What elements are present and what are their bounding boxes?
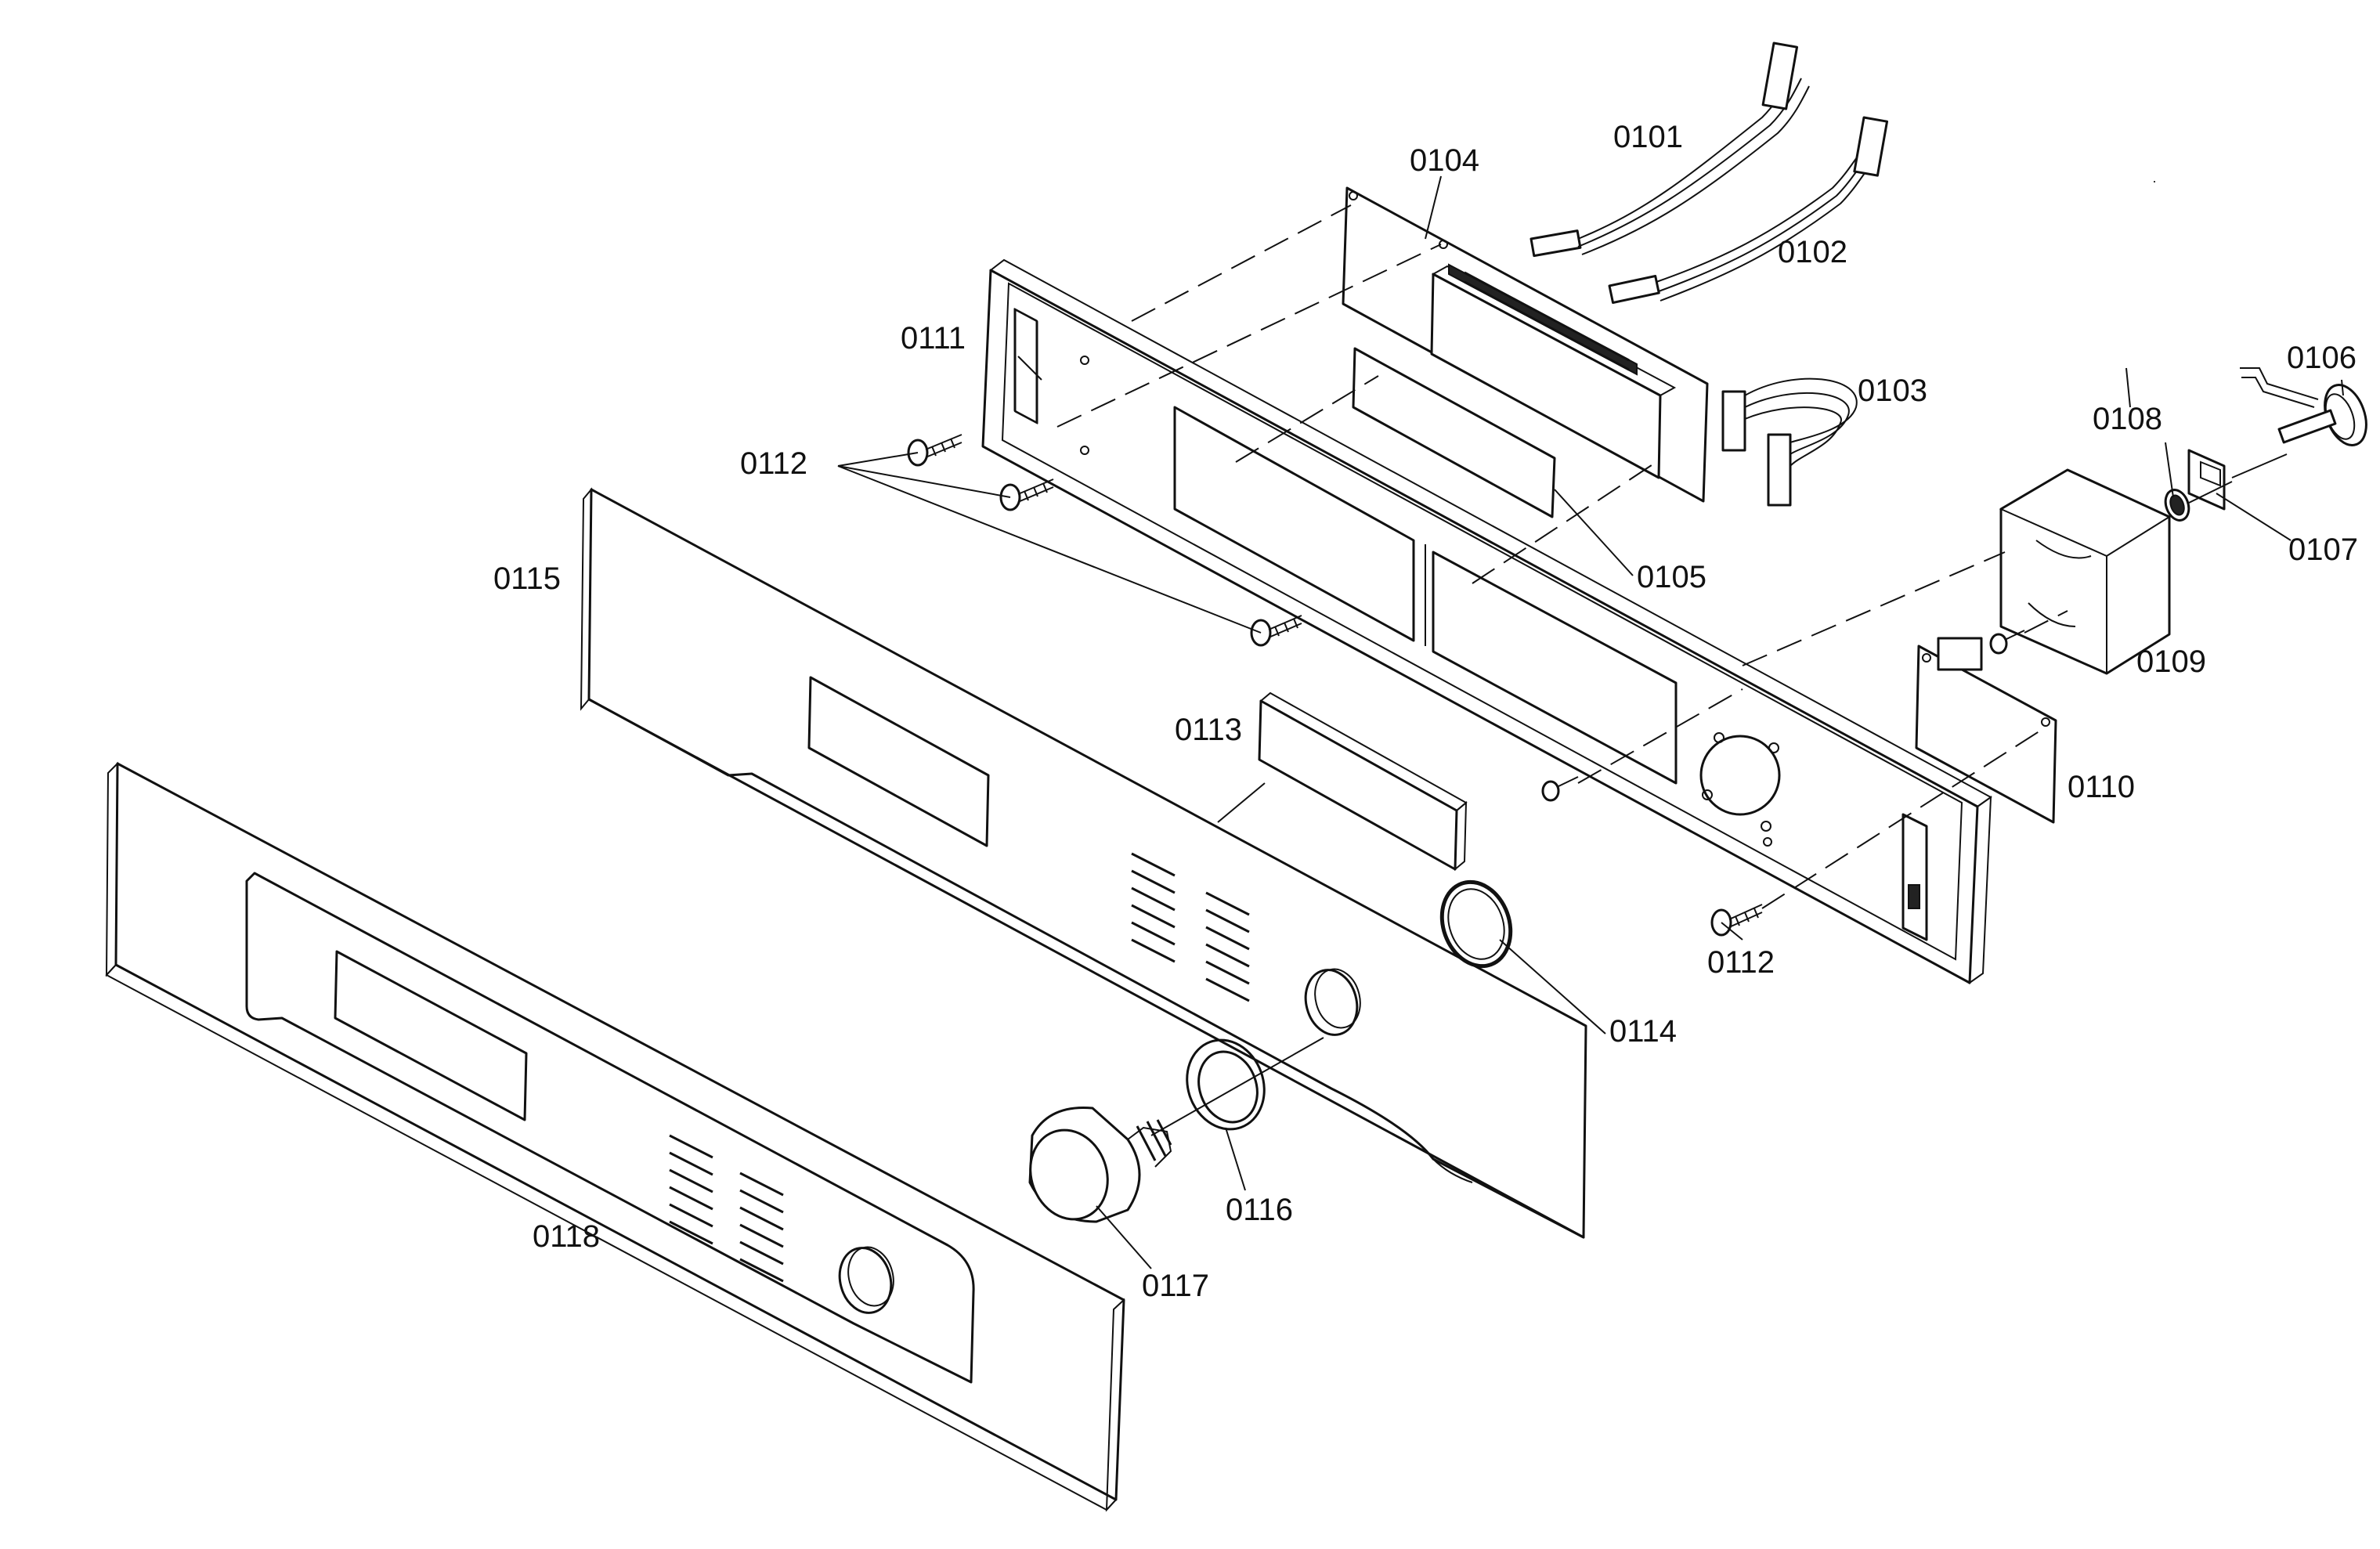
label-0105: 0105 — [1637, 560, 1706, 594]
knob-ring-0116 — [1150, 1037, 1324, 1136]
encoder-0106 — [2240, 367, 2367, 446]
label-0112-right: 0112 — [1707, 945, 1775, 980]
label-0106: 0106 — [2287, 341, 2357, 375]
control-board-0110 — [1915, 637, 2057, 824]
assembly-lines — [1056, 204, 2288, 909]
screw-icon — [1989, 630, 2025, 655]
label-0117: 0117 — [1142, 1269, 1209, 1303]
screw-icon — [1541, 776, 1579, 802]
label-0111: 0111 — [901, 321, 966, 356]
label-0109: 0109 — [2136, 645, 2206, 679]
switch-bracket-0109 — [1999, 468, 2172, 675]
trim-panel-0115 — [580, 487, 1587, 1239]
label-0110: 0110 — [2068, 770, 2135, 804]
front-panel-0118 — [105, 761, 1125, 1512]
lens-0105 — [1352, 347, 1556, 518]
screw-icon — [1710, 904, 1763, 937]
display-window-0113 — [1258, 691, 1468, 872]
label-0118: 0118 — [533, 1219, 600, 1254]
label-0104: 0104 — [1410, 143, 1479, 178]
vent-slots-0118 — [669, 1134, 784, 1283]
label-0108: 0108 — [2093, 402, 2162, 436]
control-frame — [981, 258, 1992, 984]
label-0112-left: 0112 — [740, 446, 807, 481]
ribbon-cable-0103 — [1721, 377, 1858, 507]
label-0103: 0103 — [1858, 374, 1927, 408]
part-labels: 0101 0102 0103 0104 0105 0106 0107 0108 … — [493, 120, 2358, 1303]
screw-icon — [999, 478, 1054, 511]
o-ring-0114 — [1439, 879, 1513, 969]
label-0107: 0107 — [2288, 533, 2358, 567]
label-0116: 0116 — [1226, 1193, 1293, 1227]
switch-bracket-0107 — [2187, 449, 2226, 511]
display-board-0104 — [1342, 186, 1709, 503]
leader-lines — [837, 175, 2344, 1269]
label-0114: 0114 — [1609, 1014, 1677, 1049]
screw-icon — [1250, 615, 1302, 647]
pcb-pins — [1464, 271, 1630, 371]
screw-icon — [907, 434, 962, 467]
label-0115: 0115 — [493, 561, 561, 596]
label-0102: 0102 — [1778, 235, 1847, 269]
label-0113: 0113 — [1175, 713, 1242, 747]
wire-harness-0102 — [1608, 116, 1889, 305]
wire-harness-0101 — [1529, 42, 1810, 258]
label-0101: 0101 — [1613, 120, 1683, 154]
stray-dot: · — [2152, 173, 2157, 189]
control-knob-0117 — [1028, 1106, 1172, 1223]
vent-slots-0115 — [1131, 852, 1250, 1002]
